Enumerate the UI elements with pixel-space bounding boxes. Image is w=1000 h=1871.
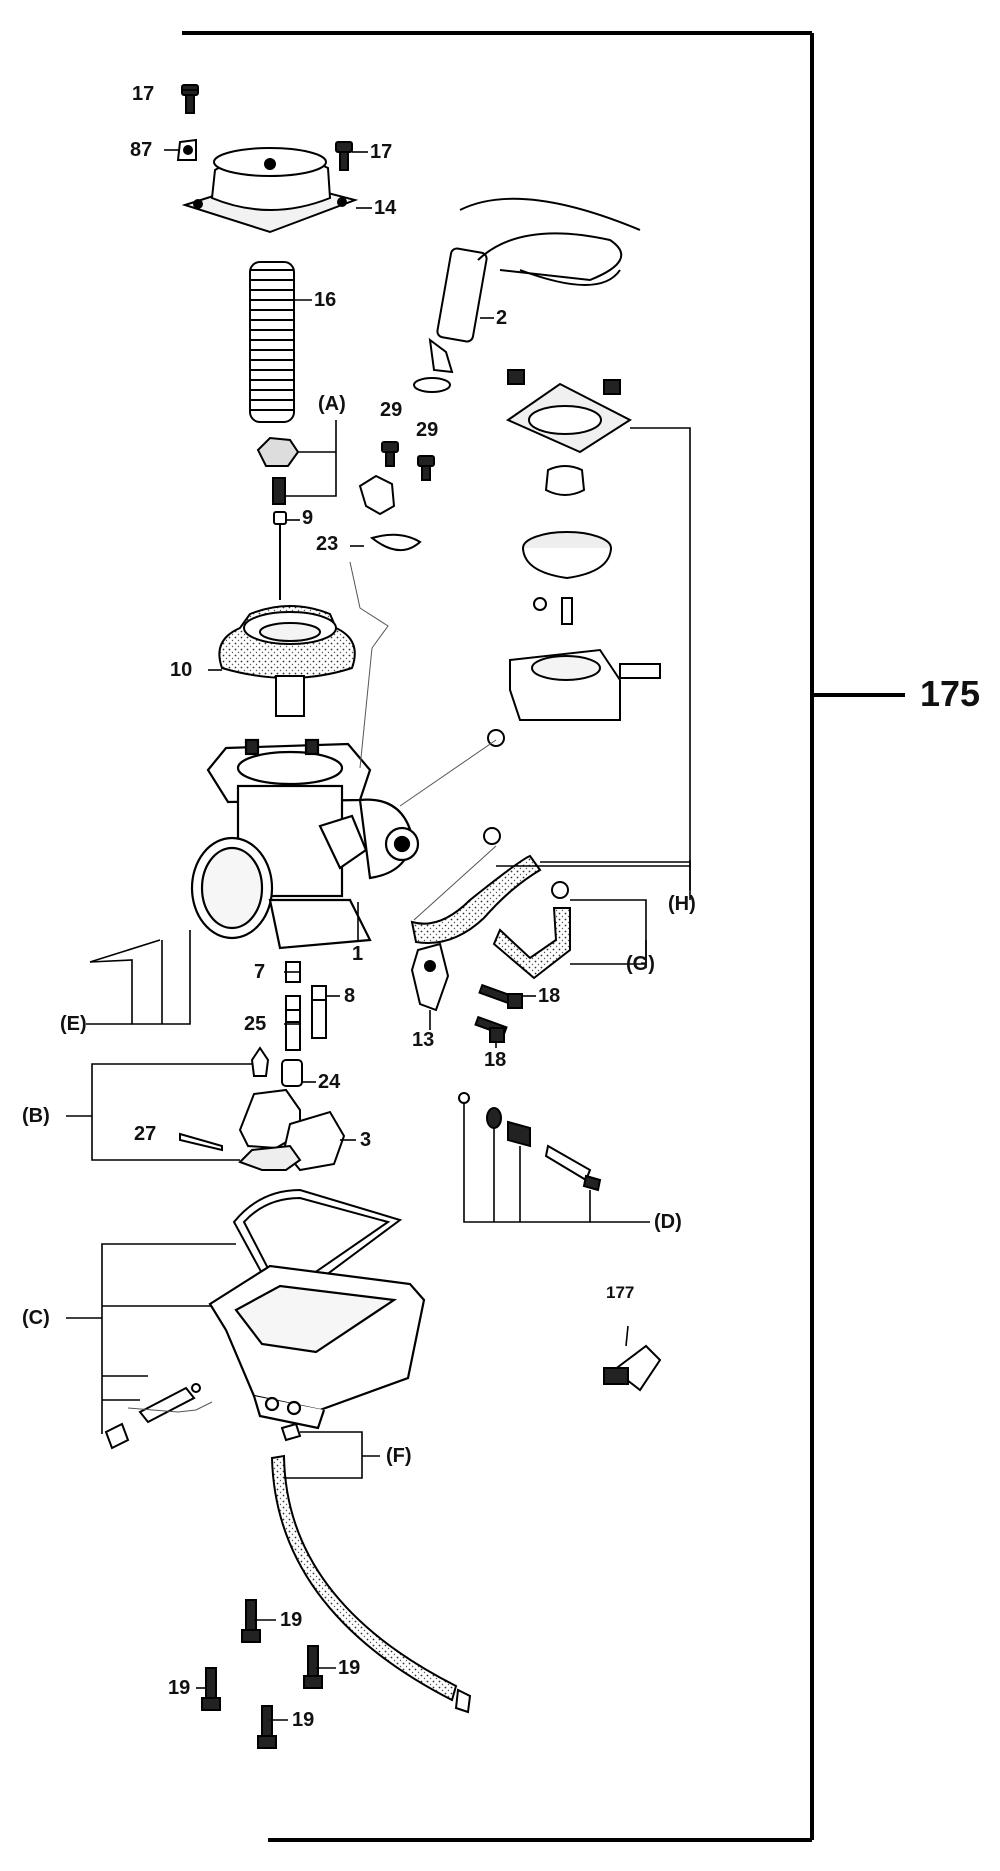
- part-label-17: 17: [370, 141, 393, 163]
- leader-lines: [66, 89, 691, 1721]
- part-label-177: 177: [606, 1283, 635, 1302]
- assembly-reference-number: 175: [920, 673, 981, 714]
- assembly-bracket: [182, 31, 905, 1842]
- part-label-24: 24: [318, 1071, 341, 1093]
- screw-19-c: [201, 1667, 221, 1711]
- part-label-25: 25: [244, 1013, 267, 1035]
- carburetor-top-cap: [181, 147, 359, 234]
- group-label-b: (B): [22, 1105, 50, 1127]
- screw-18-upper: [478, 983, 523, 1009]
- part-label-13: 13: [412, 1029, 435, 1051]
- group-label-e: (E): [60, 1013, 87, 1035]
- part-label-29: 29: [416, 419, 439, 441]
- part-label-19: 19: [292, 1709, 315, 1731]
- cable-clamp-23: [358, 474, 422, 551]
- float-bowl: [208, 1264, 426, 1430]
- group-label-f: (F): [386, 1445, 412, 1467]
- group-label-d: (D): [654, 1211, 682, 1233]
- hose-h: [410, 827, 542, 944]
- part-label-14: 14: [374, 197, 397, 219]
- connector-lines: [127, 561, 497, 1413]
- needle-jet-25: [285, 995, 301, 1051]
- float-pin-27: [179, 1132, 223, 1152]
- elbow-g: [492, 881, 571, 980]
- part-label-19: 19: [280, 1609, 303, 1631]
- screw-17-right: [335, 141, 353, 171]
- spring-16: [249, 261, 295, 423]
- part-label-9: 9: [302, 507, 314, 529]
- part-label-2: 2: [496, 307, 508, 329]
- part-label-23: 23: [316, 533, 339, 555]
- screw-19-a: [241, 1599, 261, 1643]
- screw-29-left: [381, 441, 399, 467]
- float-bowl-gasket: [232, 1188, 403, 1292]
- group-label-a: (A): [318, 393, 346, 415]
- accelerator-pump-cover: [487, 369, 661, 747]
- jet-needle-9: [273, 511, 287, 600]
- holder-24: [281, 1059, 303, 1087]
- needle-holder: [256, 436, 300, 505]
- screw-18-lower: [474, 1015, 508, 1043]
- screw-29-right: [417, 455, 435, 481]
- clip-87: [176, 138, 197, 161]
- screw-19-b: [303, 1645, 323, 1689]
- part-label-7: 7: [254, 961, 266, 983]
- part-label-16: 16: [314, 289, 337, 311]
- part-label-27: 27: [134, 1123, 157, 1145]
- throttle-sensor-2: [413, 197, 641, 393]
- part-label-87: 87: [130, 139, 153, 161]
- part-label-3: 3: [360, 1129, 372, 1151]
- drain-hose-f: [270, 1422, 472, 1714]
- screw-19-d: [257, 1705, 277, 1749]
- part-label-19: 19: [338, 1657, 361, 1679]
- part-label-18: 18: [538, 985, 561, 1007]
- pilot-jet-8: [311, 985, 327, 1039]
- part-label-19: 19: [168, 1677, 191, 1699]
- vacuum-piston-10: [218, 605, 356, 717]
- group-label-h: (H): [668, 893, 696, 915]
- bracket-13: [410, 942, 450, 1012]
- part-label-29: 29: [380, 399, 403, 421]
- float-needle-valve: [250, 1046, 270, 1077]
- idle-screw-set-d: [458, 1092, 602, 1192]
- part-label-10: 10: [170, 659, 193, 681]
- part-label-8: 8: [344, 985, 356, 1007]
- group-label-g: (G): [626, 953, 655, 975]
- part-label-17: 17: [132, 83, 155, 105]
- carburetor-body-1: [190, 738, 420, 950]
- float-3: [238, 1088, 346, 1172]
- part-label-1: 1: [352, 943, 364, 965]
- group-label-c: (C): [22, 1307, 50, 1329]
- part-label-18: 18: [484, 1049, 507, 1071]
- drain-screw-c: [104, 1383, 201, 1450]
- sensor-177: [603, 1344, 662, 1392]
